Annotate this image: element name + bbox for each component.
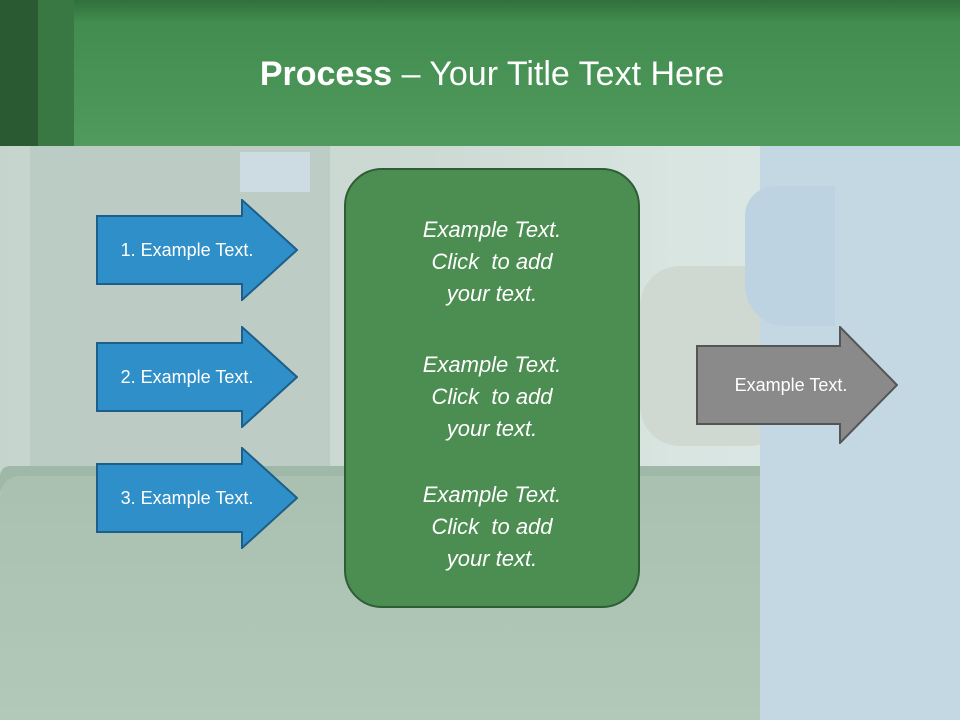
text-line: Click to add — [431, 249, 553, 274]
center-text-box[interactable]: Example Text. Click to add your text. Ex… — [344, 168, 640, 608]
center-paragraph-3: Example Text. Click to add your text. — [346, 479, 638, 575]
arrow-label: 1. Example Text. — [120, 239, 254, 260]
center-paragraph-1: Example Text. Click to add your text. — [346, 214, 638, 310]
text-line: Example Text. — [422, 217, 562, 242]
text-line: your text. — [446, 546, 538, 571]
arrow-shape — [696, 326, 898, 444]
arrow-label: Example Text. — [734, 374, 848, 395]
header-band: Process – Your Title Text Here — [0, 0, 960, 146]
center-paragraph-2: Example Text. Click to add your text. — [346, 349, 638, 445]
header-shade — [74, 0, 960, 22]
header-mid-block — [38, 0, 74, 146]
photo-sleeve — [745, 186, 835, 326]
result-arrow[interactable]: Example Text. — [696, 326, 898, 444]
photo-screen — [240, 152, 310, 192]
arrow-shape — [96, 199, 298, 301]
process-arrow-3[interactable]: 3. Example Text. — [96, 447, 298, 549]
arrow-shape — [96, 447, 298, 549]
arrow-label: 2. Example Text. — [120, 366, 254, 387]
text-line: your text. — [446, 281, 538, 306]
arrow-shape — [96, 326, 298, 428]
text-line: Click to add — [431, 384, 553, 409]
text-line: Example Text. — [422, 352, 562, 377]
process-arrow-2[interactable]: 2. Example Text. — [96, 326, 298, 428]
process-arrow-1[interactable]: 1. Example Text. — [96, 199, 298, 301]
text-line: your text. — [446, 416, 538, 441]
header-dark-block — [0, 0, 38, 146]
photo-machine — [30, 146, 330, 476]
text-line: Click to add — [431, 514, 553, 539]
title-bold: Process — [259, 55, 393, 93]
text-line: Example Text. — [422, 482, 562, 507]
page-title[interactable]: Process – Your Title Text Here — [0, 52, 960, 96]
title-rest: – Your Title Text Here — [392, 55, 725, 93]
arrow-label: 3. Example Text. — [120, 487, 254, 508]
